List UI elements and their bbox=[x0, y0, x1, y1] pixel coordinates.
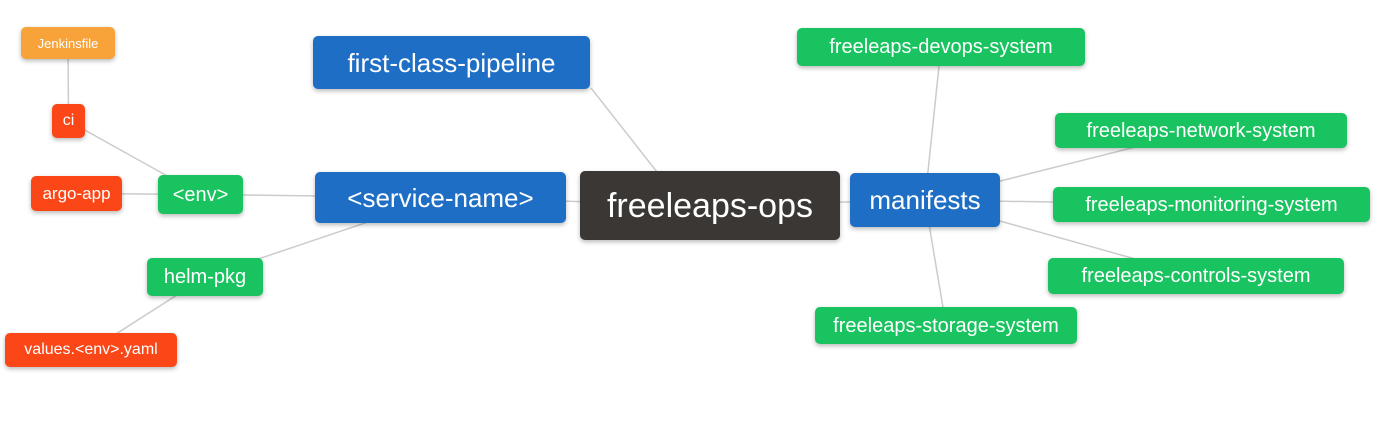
node-argo-app[interactable]: argo-app bbox=[31, 176, 122, 211]
node-label: first-class-pipeline bbox=[347, 47, 556, 78]
node-label: freeleaps-devops-system bbox=[829, 36, 1053, 58]
node-freeleaps-network-system[interactable]: freeleaps-network-system bbox=[1055, 113, 1347, 148]
node-freeleaps-storage-system[interactable]: freeleaps-storage-system bbox=[815, 307, 1077, 344]
node-label: Jenkinsfile bbox=[37, 35, 99, 51]
node-values-env-yaml[interactable]: values.<env>.yaml bbox=[5, 333, 177, 367]
node-label: values.<env>.yaml bbox=[24, 341, 158, 358]
node-label: ci bbox=[62, 112, 75, 129]
node-first-class-pipeline[interactable]: first-class-pipeline bbox=[313, 36, 590, 89]
node-freeleaps-devops-system[interactable]: freeleaps-devops-system bbox=[797, 28, 1085, 66]
node-env[interactable]: <env> bbox=[158, 175, 243, 214]
node-label: <service-name> bbox=[347, 182, 534, 213]
node-label: helm-pkg bbox=[163, 266, 247, 288]
node-label: <env> bbox=[172, 183, 229, 206]
node-label: manifests bbox=[869, 185, 981, 215]
node-helm-pkg[interactable]: helm-pkg bbox=[147, 258, 263, 296]
node-freeleaps-controls-system[interactable]: freeleaps-controls-system bbox=[1048, 258, 1344, 294]
node-jenkinsfile[interactable]: Jenkinsfile bbox=[21, 27, 115, 59]
node-label: freeleaps-network-system bbox=[1086, 119, 1316, 142]
node-label: freeleaps-monitoring-system bbox=[1085, 193, 1338, 216]
node-label: freeleaps-ops bbox=[606, 186, 813, 225]
node-service-name[interactable]: <service-name> bbox=[315, 172, 566, 223]
node-label: argo-app bbox=[42, 184, 111, 203]
node-freeleaps-monitoring-system[interactable]: freeleaps-monitoring-system bbox=[1053, 187, 1370, 222]
node-ci[interactable]: ci bbox=[52, 104, 85, 138]
node-label: freeleaps-storage-system bbox=[833, 314, 1059, 337]
node-label: freeleaps-controls-system bbox=[1081, 265, 1311, 287]
node-manifests[interactable]: manifests bbox=[850, 173, 1000, 227]
node-freeleaps-ops[interactable]: freeleaps-ops bbox=[580, 171, 840, 240]
